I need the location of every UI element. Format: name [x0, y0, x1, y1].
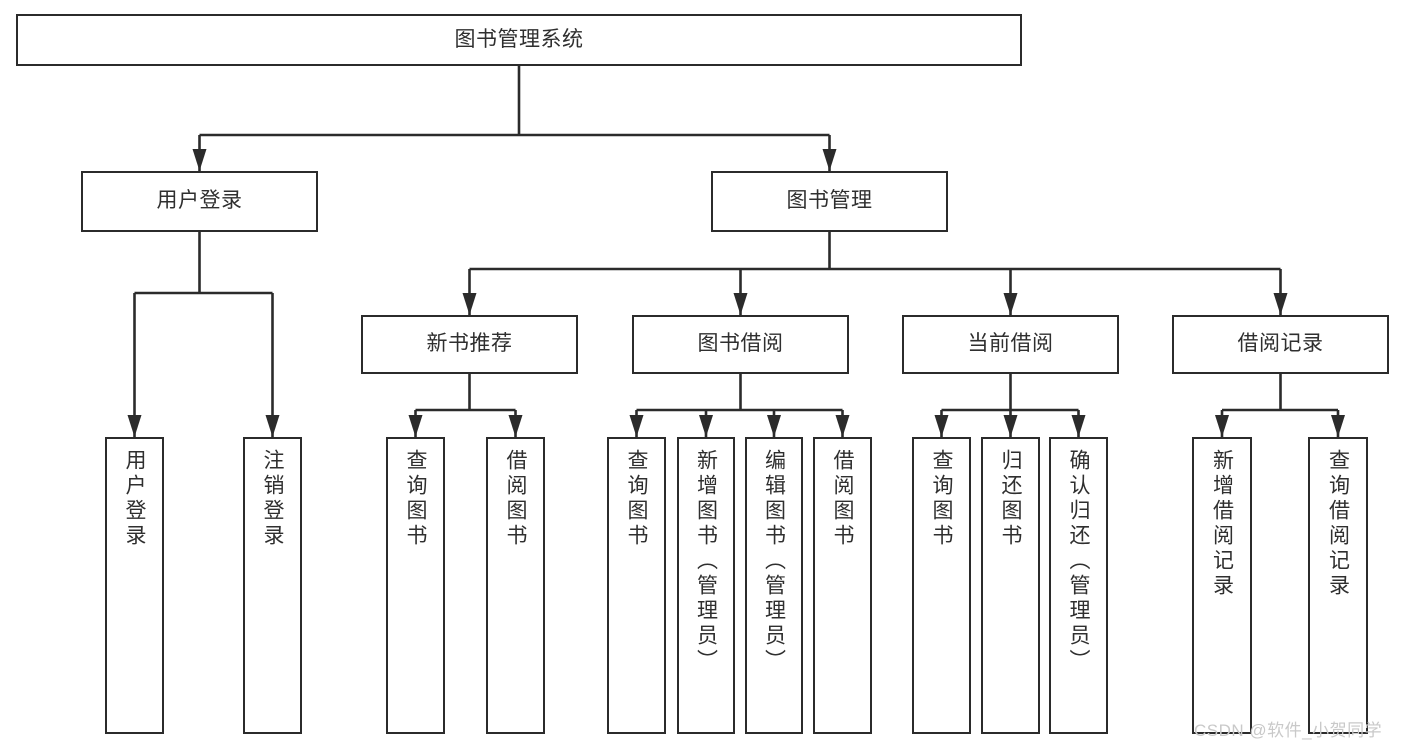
node-l4-query-book-c[interactable]: 查询图书 [912, 437, 971, 734]
node-l4-edit-book[interactable]: 编辑图书（管理员） [745, 437, 803, 734]
node-l4-add-record[interactable]: 新增借阅记录 [1192, 437, 1252, 734]
node-label: 注销登录 [261, 449, 284, 549]
node-label: 借阅图书 [504, 449, 527, 549]
node-l3-new-book[interactable]: 新书推荐 [361, 315, 578, 374]
edge-arrowhead [822, 149, 837, 171]
node-l4-user-login[interactable]: 用户登录 [105, 437, 164, 734]
node-label: 查询图书 [930, 449, 953, 549]
node-l2-book-mgmt[interactable]: 图书管理 [711, 171, 948, 232]
node-label: 新增借阅记录 [1210, 449, 1234, 599]
node-label: 编辑图书（管理员） [762, 449, 786, 674]
edge-arrowhead [1003, 293, 1018, 315]
node-l4-query-book-a[interactable]: 查询图书 [386, 437, 445, 734]
edge-arrowhead [1003, 415, 1018, 437]
edge-arrowhead [835, 415, 850, 437]
node-l3-current[interactable]: 当前借阅 [902, 315, 1119, 374]
edge-arrowhead [934, 415, 949, 437]
node-label: 图书管理系统 [454, 27, 584, 51]
node-label: 借阅记录 [1237, 332, 1324, 356]
edge-arrowhead [192, 149, 207, 171]
node-label: 归还图书 [999, 449, 1022, 549]
node-l4-return-book[interactable]: 归还图书 [981, 437, 1040, 734]
node-label: 新增图书（管理员） [694, 449, 718, 674]
node-label: 新书推荐 [426, 332, 513, 356]
edge-arrowhead [508, 415, 523, 437]
node-root[interactable]: 图书管理系统 [16, 14, 1022, 66]
node-l3-record[interactable]: 借阅记录 [1172, 315, 1389, 374]
node-label: 图书管理 [786, 189, 873, 213]
edge-arrowhead [733, 293, 748, 315]
edge-arrowhead [1071, 415, 1086, 437]
node-label: 当前借阅 [967, 332, 1054, 356]
node-label: 确认归还（管理员） [1067, 449, 1090, 674]
node-label: 图书借阅 [697, 332, 784, 356]
node-label: 查询图书 [404, 449, 427, 549]
edge-arrowhead [127, 415, 142, 437]
edge-arrowhead [1331, 415, 1345, 437]
node-label: 查询图书 [625, 449, 648, 549]
edge-arrowhead [1215, 415, 1229, 437]
node-label: 用户登录 [156, 189, 243, 213]
node-l4-logout[interactable]: 注销登录 [243, 437, 302, 734]
node-l4-borrow-book-a[interactable]: 借阅图书 [486, 437, 545, 734]
edge-arrowhead [462, 293, 477, 315]
node-label: 用户登录 [123, 449, 146, 549]
edge-arrowhead [265, 415, 280, 437]
node-label: 查询借阅记录 [1326, 449, 1350, 599]
node-label: 借阅图书 [831, 449, 854, 549]
node-l4-query-record[interactable]: 查询借阅记录 [1308, 437, 1368, 734]
edge-arrowhead [767, 415, 781, 437]
node-l4-confirm-return[interactable]: 确认归还（管理员） [1049, 437, 1108, 734]
edge-arrowhead [629, 415, 644, 437]
edge-arrowhead [1273, 293, 1288, 315]
node-l4-add-book[interactable]: 新增图书（管理员） [677, 437, 735, 734]
edge-arrowhead [699, 415, 713, 437]
edge-arrowhead [408, 415, 423, 437]
node-l4-borrow-book-b[interactable]: 借阅图书 [813, 437, 872, 734]
node-l3-borrow[interactable]: 图书借阅 [632, 315, 849, 374]
node-l4-query-book-b[interactable]: 查询图书 [607, 437, 666, 734]
node-l2-login[interactable]: 用户登录 [81, 171, 318, 232]
